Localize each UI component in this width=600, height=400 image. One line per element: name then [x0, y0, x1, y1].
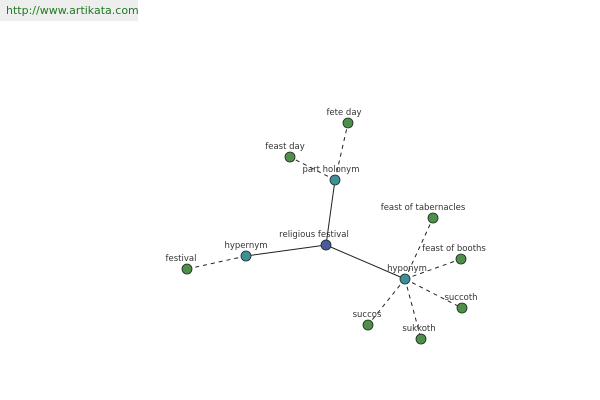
node-sukkoth[interactable] [415, 333, 427, 345]
node-religious-festival[interactable] [320, 239, 332, 251]
edge-part-holonym-to-fete-day [334, 122, 349, 181]
label-hypernym: hypernym [224, 241, 267, 251]
node-hyponym[interactable] [399, 273, 411, 285]
labels-layer: religious festival part holonym hypernym hy… [166, 108, 487, 334]
label-feast-of-tabernacles: feast of tabernacles [381, 203, 466, 213]
label-succos: succos [353, 310, 382, 320]
node-feast-of-tabernacles[interactable] [427, 212, 439, 224]
label-religious-festival: religious festival [279, 230, 349, 240]
edge-religious-festival-to-hyponym [325, 244, 406, 280]
edge-religious-festival-to-hypernym [245, 244, 327, 257]
node-succoth[interactable] [456, 302, 468, 314]
label-part-holonym: part holonym [303, 165, 360, 175]
label-festival: festival [166, 254, 197, 264]
node-feast-of-booths[interactable] [455, 253, 467, 265]
label-succoth: succoth [444, 293, 477, 303]
node-succos[interactable] [362, 319, 374, 331]
edge-hyponym-to-sukkoth [404, 278, 422, 340]
nodes-layer [181, 117, 468, 345]
edge-hyponym-to-succoth [404, 278, 463, 309]
label-feast-day: feast day [265, 142, 305, 152]
node-feast-day[interactable] [284, 151, 296, 163]
edge-hyponym-to-feast-of-booths [404, 258, 462, 280]
node-festival[interactable] [181, 263, 193, 275]
site-url-link[interactable]: http://www.artikata.com [6, 4, 139, 17]
label-fete-day: fete day [326, 108, 361, 118]
node-part-holonym[interactable] [329, 174, 341, 186]
url-banner: http://www.artikata.com [0, 0, 139, 21]
node-hypernym[interactable] [240, 250, 252, 262]
label-sukkoth: sukkoth [402, 324, 435, 334]
label-hyponym: hyponym [387, 264, 427, 274]
edge-part-holonym-to-feast-day [289, 156, 336, 181]
edge-hyponym-to-succos [367, 278, 406, 326]
node-fete-day[interactable] [342, 117, 354, 129]
edges-layer [186, 122, 463, 340]
edge-hypernym-to-festival [186, 255, 247, 270]
label-feast-of-booths: feast of booths [422, 244, 486, 254]
edge-religious-festival-to-part-holonym [325, 179, 336, 246]
edge-hyponym-to-feast-of-tabernacles [404, 217, 434, 280]
